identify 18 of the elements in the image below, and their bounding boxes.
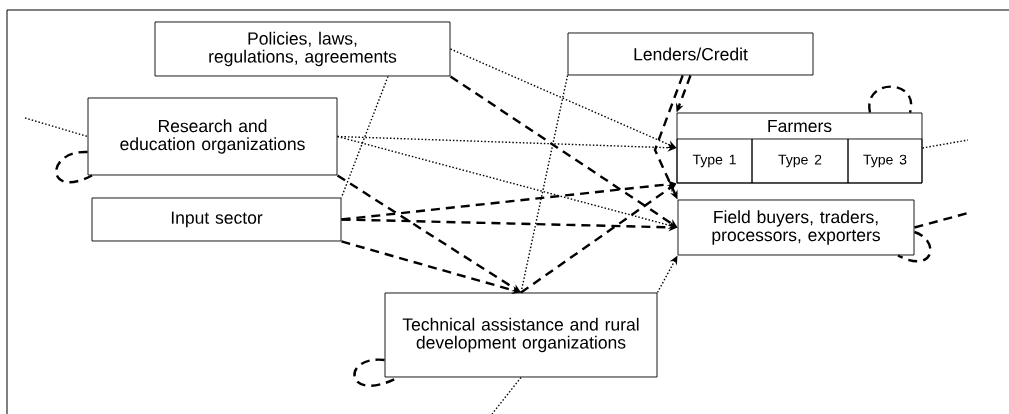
text-box: Policies, laws, regulations, agreements [154,21,451,77]
text-box: Technical assistance and rural development organizations [384,292,658,378]
connector [914,211,969,229]
text-box: Lenders/Credit [567,32,814,76]
connector [868,85,913,113]
text-box: Input sector [91,197,342,242]
connector [491,376,522,414]
connector [340,75,389,199]
connector [921,139,969,149]
connector [24,117,89,138]
table-cell: Type 2 [751,138,849,184]
table-cell: Type 1 [676,138,753,184]
connector [897,230,932,263]
text-box: Field buyers, traders, processors, exporters [677,199,915,256]
connector [336,174,521,293]
connector [55,150,93,184]
table-cell: Type 3 [847,138,923,184]
text-box: Research and education organizations [87,97,338,176]
